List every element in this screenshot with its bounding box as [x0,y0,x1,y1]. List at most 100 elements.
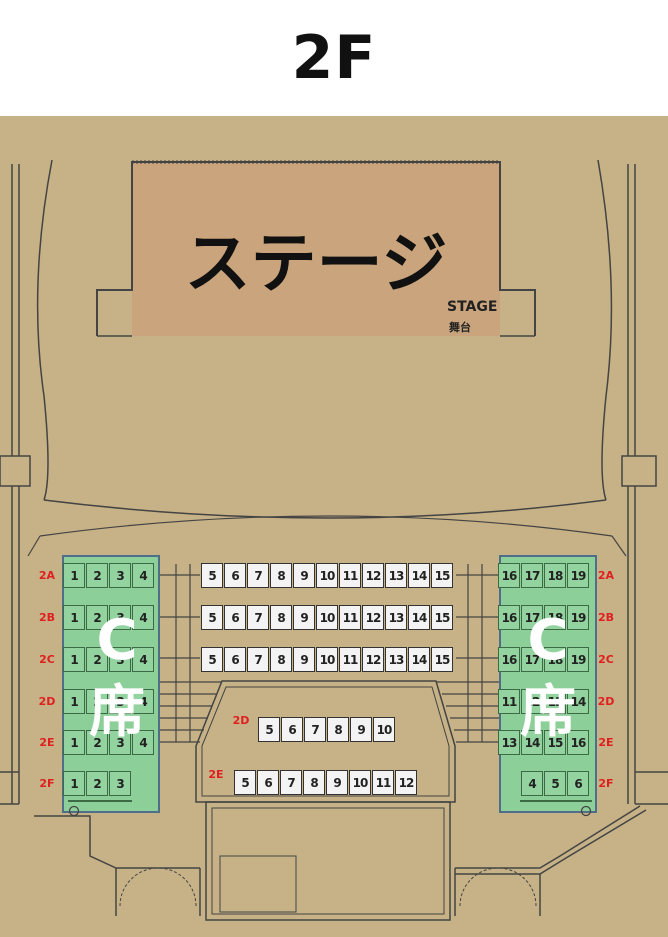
right-block-seat[interactable]: 19 [567,563,589,588]
left-block-seat[interactable]: 1 [63,605,85,630]
center-2e-seat[interactable]: 7 [280,770,302,795]
center-seat[interactable]: 9 [293,563,315,588]
center-seat[interactable]: 11 [339,605,361,630]
left-block-seat[interactable]: 2 [86,605,108,630]
center-seat[interactable]: 14 [408,563,430,588]
center-seat[interactable]: 10 [316,605,338,630]
left-block-seat[interactable]: 2 [86,730,108,755]
right-block-seat[interactable]: 6 [567,771,589,796]
left-block-seat[interactable]: 3 [109,689,131,714]
center-seat[interactable]: 13 [385,605,407,630]
center-seat[interactable]: 10 [316,647,338,672]
right-block-seat[interactable]: 17 [521,647,543,672]
center-seat[interactable]: 14 [408,605,430,630]
left-block-seat[interactable]: 3 [109,647,131,672]
center-2e-seat[interactable]: 6 [257,770,279,795]
right-block-seat[interactable]: 15 [544,730,566,755]
center-2e-seat[interactable]: 8 [303,770,325,795]
center-seat[interactable]: 6 [224,647,246,672]
center-seat[interactable]: 10 [316,563,338,588]
center-seat[interactable]: 11 [339,647,361,672]
right-block-seat[interactable]: 14 [521,730,543,755]
left-block-seat[interactable]: 3 [109,605,131,630]
center-seat[interactable]: 12 [362,563,384,588]
center-2d-seat[interactable]: 9 [350,717,372,742]
right-block-seat[interactable]: 19 [567,605,589,630]
center-seat[interactable]: 12 [362,605,384,630]
center-2e-seat[interactable]: 12 [395,770,417,795]
right-block-seat[interactable]: 17 [521,563,543,588]
left-block-seat[interactable]: 1 [63,647,85,672]
center-2d-seat[interactable]: 8 [327,717,349,742]
left-block-seat[interactable]: 3 [109,563,131,588]
left-block-seat[interactable]: 2 [86,771,108,796]
left-block-seat[interactable]: 4 [132,647,154,672]
right-block-seat[interactable]: 11 [498,689,520,714]
row-label-right: 2C [598,653,614,666]
right-block-seat[interactable]: 16 [498,647,520,672]
right-block-seat[interactable]: 19 [567,647,589,672]
left-block-seat[interactable]: 1 [63,689,85,714]
center-seat[interactable]: 5 [201,563,223,588]
center-seat[interactable]: 8 [270,563,292,588]
right-block-seat[interactable]: 16 [498,563,520,588]
center-seat[interactable]: 7 [247,605,269,630]
left-block-seat[interactable]: 2 [86,563,108,588]
center-box [195,680,456,803]
right-block-seat[interactable]: 18 [544,647,566,672]
center-seat[interactable]: 15 [431,605,453,630]
row-label-2e-inner: 2E [208,768,224,781]
center-seat[interactable]: 8 [270,647,292,672]
center-2e-seat[interactable]: 11 [372,770,394,795]
center-seat[interactable]: 14 [408,647,430,672]
right-block-seat[interactable]: 13 [498,730,520,755]
center-2d-seat[interactable]: 10 [373,717,395,742]
row-label-2d-inner: 2D [232,714,250,727]
left-block-seat[interactable]: 4 [132,689,154,714]
center-seat[interactable]: 13 [385,563,407,588]
left-block-seat[interactable]: 4 [132,563,154,588]
center-seat[interactable]: 7 [247,647,269,672]
right-block-seat[interactable]: 4 [521,771,543,796]
row-label-right: 2E [598,736,614,749]
center-seat[interactable]: 15 [431,563,453,588]
right-block-seat[interactable]: 14 [567,689,589,714]
left-block-seat[interactable]: 1 [63,563,85,588]
center-seat[interactable]: 9 [293,605,315,630]
center-seat[interactable]: 8 [270,605,292,630]
right-block-seat[interactable]: 16 [498,605,520,630]
center-2e-seat[interactable]: 10 [349,770,371,795]
center-seat[interactable]: 5 [201,605,223,630]
center-2d-seat[interactable]: 7 [304,717,326,742]
left-block-seat[interactable]: 3 [109,771,131,796]
center-seat[interactable]: 6 [224,605,246,630]
right-block-seat[interactable]: 18 [544,605,566,630]
center-seat[interactable]: 13 [385,647,407,672]
center-seat[interactable]: 7 [247,563,269,588]
center-2e-seat[interactable]: 5 [234,770,256,795]
left-block-seat[interactable]: 1 [63,730,85,755]
right-block-seat[interactable]: 12 [521,689,543,714]
right-block-seat[interactable]: 5 [544,771,566,796]
right-block-seat[interactable]: 16 [567,730,589,755]
center-seat[interactable]: 15 [431,647,453,672]
right-block-seat[interactable]: 13 [544,689,566,714]
right-block-seat[interactable]: 18 [544,563,566,588]
left-block-seat[interactable]: 3 [109,730,131,755]
left-block-seat[interactable]: 2 [86,647,108,672]
floor-plan-drawing [0,159,668,921]
center-seat[interactable]: 5 [201,647,223,672]
center-2d-seat[interactable]: 6 [281,717,303,742]
left-block-seat[interactable]: 4 [132,730,154,755]
center-seat[interactable]: 6 [224,563,246,588]
center-2e-seat[interactable]: 9 [326,770,348,795]
center-2d-seat[interactable]: 5 [258,717,280,742]
center-seat[interactable]: 12 [362,647,384,672]
right-block-seat[interactable]: 17 [521,605,543,630]
auditorium-left-wall [36,159,53,501]
center-seat[interactable]: 11 [339,563,361,588]
left-block-seat[interactable]: 1 [63,771,85,796]
center-seat[interactable]: 9 [293,647,315,672]
left-block-seat[interactable]: 2 [86,689,108,714]
left-block-seat[interactable]: 4 [132,605,154,630]
